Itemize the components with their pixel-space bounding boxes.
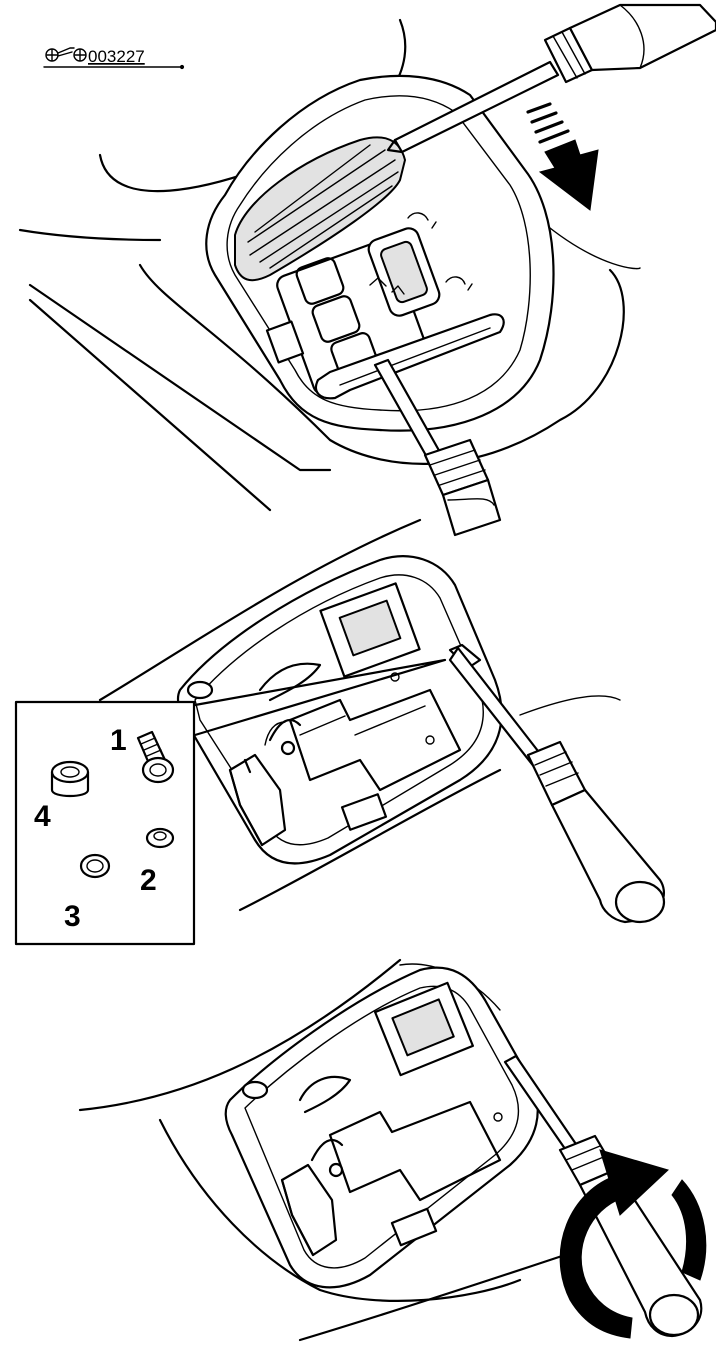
part-4-bushing: [50, 760, 90, 798]
panel-2-console-open: 1 2 3 4: [14, 518, 666, 946]
callout-2: 2: [140, 864, 157, 897]
screwdriver-top: [386, 3, 716, 154]
pull-down-arrow-icon: [526, 102, 599, 211]
console-internals-tightened: [298, 981, 503, 1247]
screwdriver-middle: [448, 643, 666, 924]
electrical-connector-tightened: [280, 1163, 338, 1257]
map-light-lens: [234, 136, 406, 282]
panel-3-console-tighten: [78, 958, 707, 1342]
panel-1-console-pry: [18, 3, 716, 537]
reference-header: 003227: [43, 47, 185, 70]
switch-block: [265, 212, 473, 396]
screwdriver-bottom: [373, 358, 502, 537]
car-symbol-icon: [45, 47, 87, 62]
reference-code: 003227: [88, 47, 145, 66]
callout-3: 3: [64, 900, 81, 933]
part-2-nut: [145, 827, 175, 849]
rotate-arrow-icon: [559, 1149, 707, 1339]
parts-inset: 1 2 3 4: [14, 700, 196, 946]
part-3-washer: [79, 853, 111, 879]
callout-1: 1: [110, 724, 127, 757]
callout-4: 4: [34, 800, 51, 833]
console-internals: [258, 582, 462, 831]
part-1-screw: [136, 730, 175, 784]
electrical-connector: [228, 753, 287, 847]
